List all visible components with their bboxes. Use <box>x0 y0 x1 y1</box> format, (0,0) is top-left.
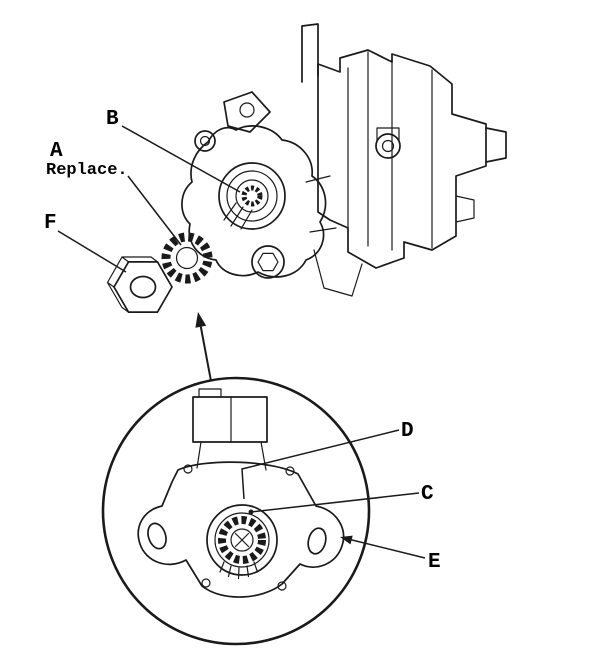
splined-shaft-end <box>241 185 263 207</box>
engine-assembly-drawing <box>301 23 507 269</box>
label-c: C <box>421 483 434 506</box>
mounting-lug <box>194 130 216 152</box>
housing-outline <box>181 125 327 278</box>
label-f: F <box>44 212 57 235</box>
label-d: D <box>401 420 414 443</box>
housing-to-block-lines <box>305 175 337 233</box>
engine-top-stub <box>301 23 319 83</box>
leader-b <box>121 125 241 193</box>
splined-shaft-stub <box>223 202 253 230</box>
switch-shaft-detail <box>206 504 278 580</box>
hex-plug <box>251 245 285 279</box>
label-a: A <box>50 140 63 163</box>
label-b: B <box>106 108 119 131</box>
label-e: E <box>428 551 441 574</box>
housing-bore-inner <box>235 179 269 213</box>
right-ear-slot <box>307 527 327 555</box>
switch-connector <box>192 388 268 471</box>
hex-nut <box>106 256 173 313</box>
lower-bracket <box>313 249 363 297</box>
transmission-housing-drawing <box>181 91 363 297</box>
leader-d <box>241 429 400 500</box>
right-flange <box>485 127 507 163</box>
bolt-boss <box>375 127 401 159</box>
engine-block-ribs <box>347 51 433 251</box>
callout-leaders <box>57 125 426 559</box>
upper-bracket-hole <box>239 102 255 118</box>
leader-c-endpoint <box>248 509 254 515</box>
detail-lock-washer <box>218 516 266 564</box>
magnifier-arrow <box>195 312 212 382</box>
switch-body <box>137 461 345 598</box>
shaft-serrations <box>219 561 259 580</box>
leader-a <box>127 175 182 246</box>
leader-e-arrowhead <box>340 535 353 545</box>
engine-block-outline <box>317 49 487 269</box>
detail-view <box>101 376 371 646</box>
right-boss <box>455 195 475 223</box>
housing-bore-mid <box>226 170 278 222</box>
detail-circle <box>101 376 371 646</box>
label-a-note: Replace. <box>46 161 128 180</box>
upper-bracket <box>223 91 271 133</box>
stake-marks <box>234 532 250 548</box>
leader-c <box>250 492 420 513</box>
housing-bore-outer <box>218 162 286 230</box>
callout-labels: B A Replace. F D C E <box>44 108 441 574</box>
lock-washer <box>161 232 213 284</box>
left-ear-slot <box>147 522 167 550</box>
leader-f <box>57 230 127 273</box>
leader-e <box>347 538 426 559</box>
